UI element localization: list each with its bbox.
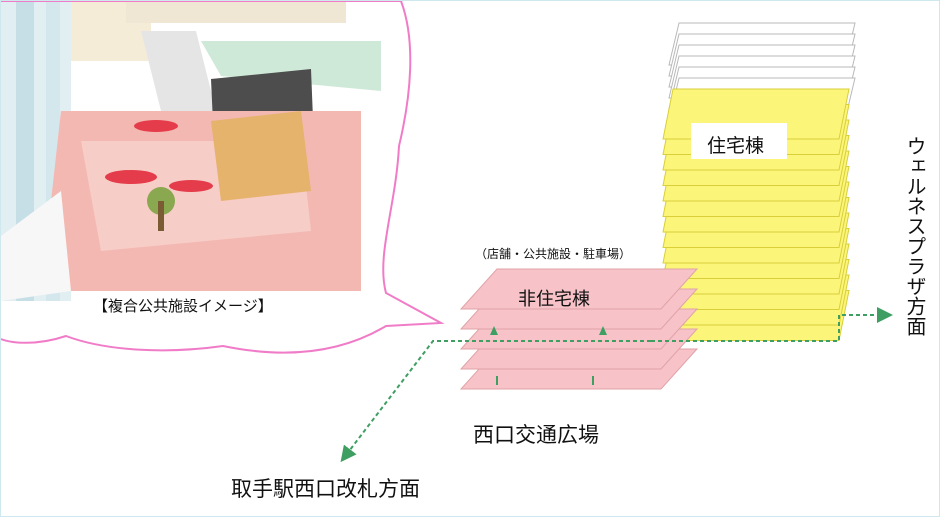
residential-tower — [662, 88, 850, 341]
station-direction-label: 取手駅西口改札方面 — [231, 477, 420, 501]
pedestrian-route — [340, 307, 893, 463]
non-residential-tower-label: 非住宅棟 — [518, 289, 590, 310]
entry-marker — [599, 326, 607, 335]
non-residential-floor — [459, 268, 699, 310]
image-bubble — [1, 1, 445, 354]
entry-marker — [490, 326, 498, 335]
non-residential-tower — [459, 268, 699, 390]
west-exit-plaza-label: 西口交通広場 — [473, 423, 599, 447]
non-residential-uses-label: （店舗・公共施設・駐車場） — [475, 247, 632, 261]
route-to-wellness-arrow — [651, 307, 893, 342]
route-to-station-arrow — [340, 340, 651, 463]
interior-sketch — [1, 1, 441, 353]
residential-label-panel — [691, 123, 787, 159]
residential-tower-label: 住宅棟 — [707, 135, 765, 157]
wellness-direction-label: ウェルネスプラザ方面 — [903, 136, 927, 336]
image-caption: 【複合公共施設イメージ】 — [93, 297, 273, 315]
